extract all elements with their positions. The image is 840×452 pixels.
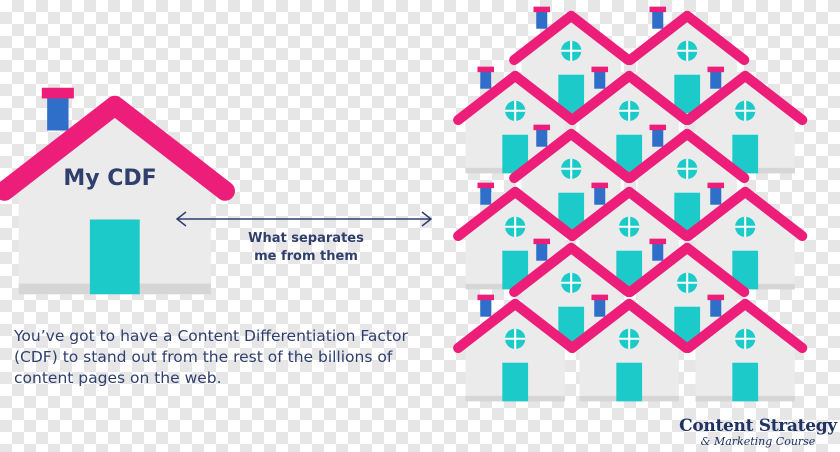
main-house-shape xyxy=(0,87,235,295)
main-house-icon xyxy=(0,87,235,295)
crowd-house-icon xyxy=(625,238,750,346)
body-text-line: content pages on the web. xyxy=(14,369,222,387)
crowd-of-houses xyxy=(453,6,808,402)
crowd-house-icon xyxy=(509,6,634,114)
crowd-house-icon xyxy=(683,294,808,402)
crowd-house-icon xyxy=(683,66,808,174)
arrow-caption: What separates me from them xyxy=(226,230,386,266)
crowd-house-icon xyxy=(625,6,750,114)
arrow-caption-line: What separates xyxy=(248,231,364,246)
crowd-house-icon xyxy=(567,294,692,402)
logo-subtitle: & Marketing Course xyxy=(700,435,816,448)
main-house-label: My CDF xyxy=(63,166,157,191)
crowd-house-icon xyxy=(567,66,692,174)
double-arrow-icon xyxy=(175,211,433,227)
body-text-line: (CDF) to stand out from the rest of the … xyxy=(14,348,393,366)
crowd-house-icon xyxy=(625,124,750,232)
body-text-line: You’ve got to have a Content Differentia… xyxy=(14,327,408,345)
logo-title: Content Strategy xyxy=(679,416,837,436)
crowd-house-icon xyxy=(453,182,578,290)
crowd-house-icon xyxy=(509,238,634,346)
crowd-house-icon xyxy=(453,66,578,174)
arrow-caption-line: me from them xyxy=(254,249,358,264)
crowd-house-icon xyxy=(453,294,578,402)
body-paragraph: You’ve got to have a Content Differentia… xyxy=(14,326,434,389)
course-logo: Content Strategy & Marketing Course xyxy=(676,416,840,448)
